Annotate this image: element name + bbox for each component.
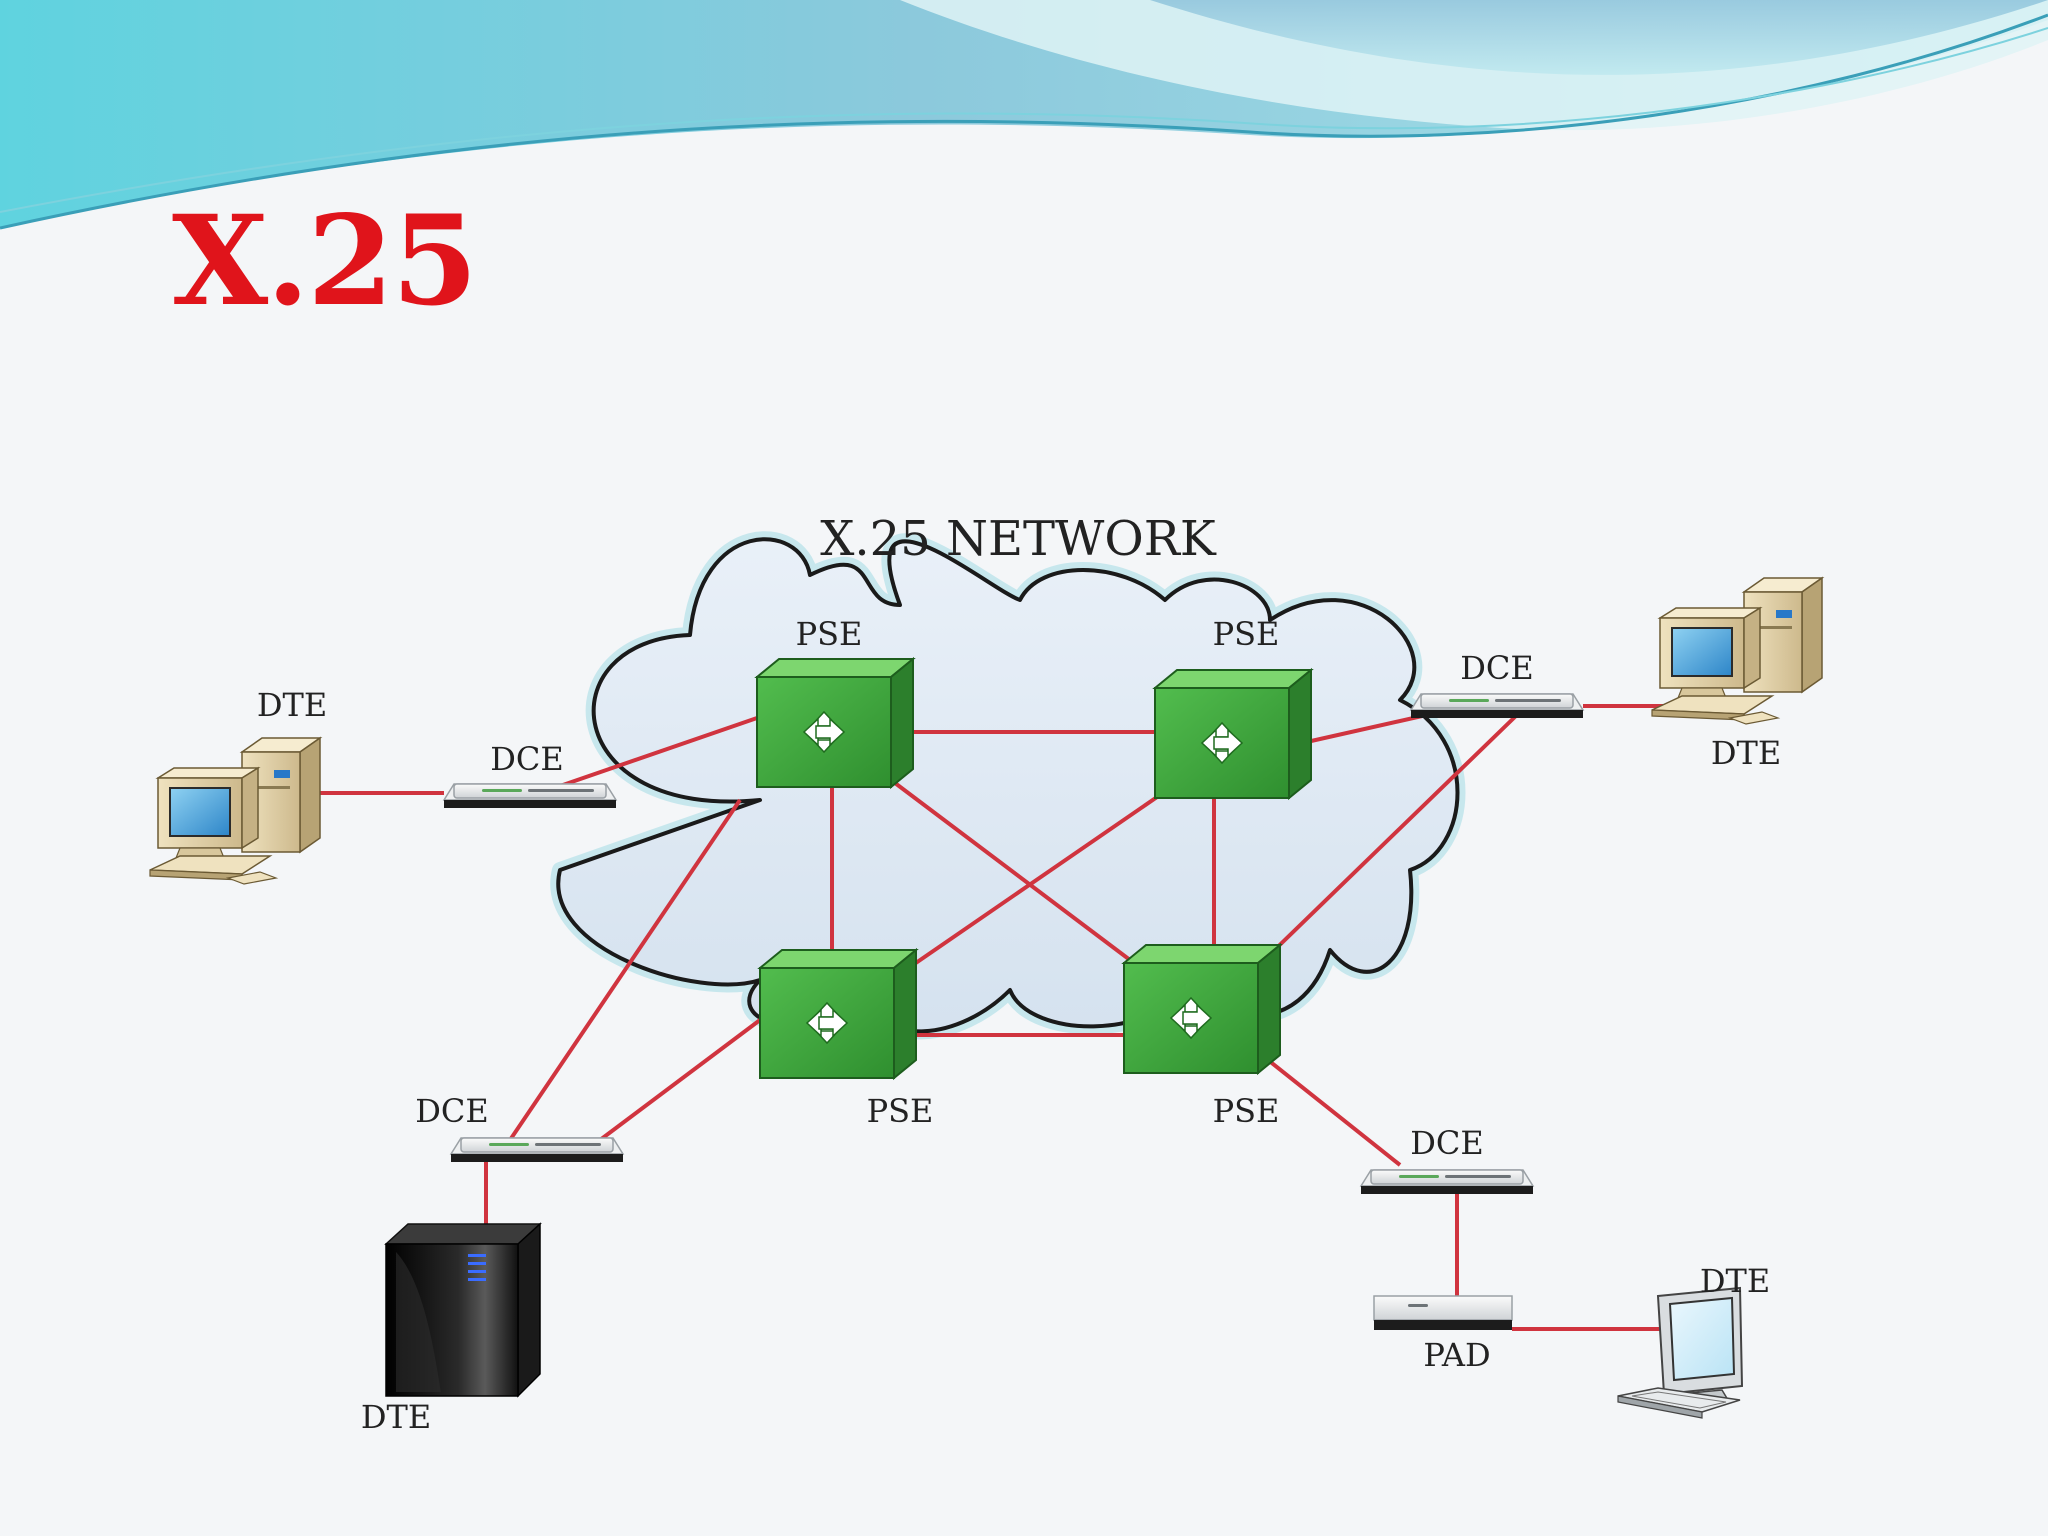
dte-label: DTE xyxy=(1711,734,1781,772)
header-wave-decoration xyxy=(0,0,2048,230)
pse-switch-icon xyxy=(1124,945,1280,1073)
link-pse-top-left-to-dce-bottom-left xyxy=(508,798,742,1142)
dce-modem-icon xyxy=(1360,1169,1534,1195)
pse-label: PSE xyxy=(796,615,863,653)
dce-label: DCE xyxy=(1460,649,1534,687)
dce-modem-icon xyxy=(1410,693,1584,719)
dte-label: DTE xyxy=(1700,1262,1770,1300)
pad-device xyxy=(1373,1295,1513,1330)
diagram-title: X.25 NETWORK xyxy=(820,511,1217,567)
dce-modem-icon xyxy=(450,1137,624,1163)
link-pse-top-left-to-pse-bottom-right xyxy=(889,778,1132,962)
dte-label: DTE xyxy=(257,686,327,724)
link-dce-right-to-pse-bottom-right xyxy=(1256,710,1522,968)
desktop-computer-icon xyxy=(149,737,321,885)
pse-switch-icon xyxy=(760,950,916,1078)
dte-label: DTE xyxy=(361,1398,431,1436)
pad-label: PAD xyxy=(1423,1336,1490,1374)
pse-label: PSE xyxy=(867,1092,934,1130)
link-pse-top-right-to-pse-bottom-left xyxy=(892,793,1162,980)
pse-switch-icon xyxy=(1155,670,1311,798)
terminal-icon xyxy=(1617,1286,1744,1419)
pse-label: PSE xyxy=(1213,1092,1280,1130)
slide-title: X.25 xyxy=(172,189,478,334)
pse-label: PSE xyxy=(1213,615,1280,653)
link-pse-bottom-right-to-dce-bottom-right xyxy=(1256,1050,1402,1167)
server-tower-icon xyxy=(384,1222,542,1398)
pse-switch-icon xyxy=(757,659,913,787)
desktop-computer-icon xyxy=(1651,577,1823,725)
dce-modem-icon xyxy=(443,783,617,809)
link-pse-bottom-left-to-dce-bottom-left xyxy=(598,1018,762,1142)
dce-label: DCE xyxy=(490,740,564,778)
link-pse-top-left-to-dce-left xyxy=(559,716,758,788)
network-cloud xyxy=(550,531,1466,1040)
dce-label: DCE xyxy=(415,1092,489,1130)
dce-label: DCE xyxy=(1410,1124,1484,1162)
